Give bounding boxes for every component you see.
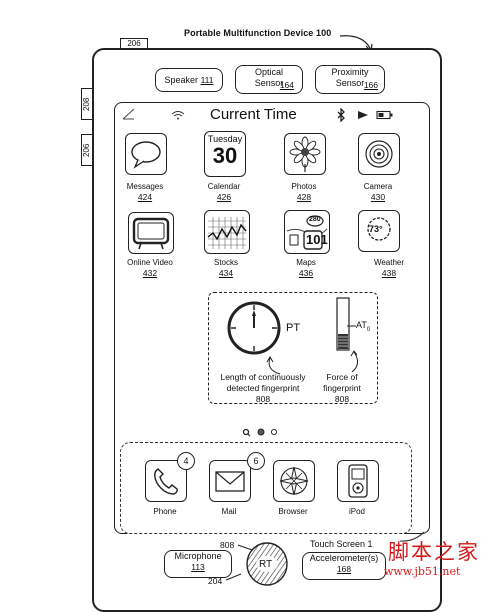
- app-photos[interactable]: [284, 133, 326, 175]
- status-time: Current Time: [210, 106, 297, 123]
- speaker-label: Speaker: [164, 75, 199, 85]
- mail-icon: [215, 471, 245, 492]
- dock-label-phone: Phone: [153, 507, 177, 516]
- timer-caption: Length of continuously detected fingerpr…: [220, 372, 306, 404]
- page-indicator[interactable]: [240, 426, 280, 438]
- app-camera[interactable]: [358, 133, 400, 175]
- dock-mail[interactable]: [209, 460, 251, 502]
- timer-label: PT: [286, 322, 301, 334]
- dock-label-mail: Mail: [221, 507, 237, 516]
- sun-icon: [367, 217, 391, 241]
- force-leader-line: [350, 350, 358, 373]
- force-caption: Force of fingerprint 808: [323, 372, 361, 404]
- map-road-101: 101: [306, 232, 328, 247]
- signal-icon: [122, 108, 135, 120]
- speaker-chip: Speaker 111: [155, 68, 223, 92]
- app-calendar[interactable]: Tuesday 30: [204, 131, 246, 177]
- mail-badge: 6: [247, 452, 265, 470]
- timer-dial-icon: [227, 301, 281, 355]
- app-maps[interactable]: 280 101: [284, 210, 330, 254]
- home-button-fingerprint-icon[interactable]: [240, 536, 292, 586]
- wifi-icon: [171, 111, 185, 120]
- compass-icon: [279, 466, 309, 496]
- play-icon: [358, 111, 368, 119]
- ref-204-leader: [225, 573, 242, 581]
- battery-icon: [376, 110, 393, 120]
- fingerprint-indicator-box: [208, 292, 378, 404]
- accelerometer-chip: Accelerometer(s) 168: [302, 552, 386, 580]
- ref-204: 204: [208, 576, 223, 586]
- force-threshold-label: AT0: [356, 320, 371, 333]
- phone-badge: 4: [177, 452, 195, 470]
- app-weather[interactable]: 73°: [358, 210, 400, 252]
- force-meter-icon: [336, 297, 350, 351]
- microphone-label: Microphone: [174, 551, 222, 561]
- speech-bubble-icon: [131, 141, 161, 169]
- app-stocks[interactable]: [204, 210, 250, 254]
- figure-title: Portable Multifunction Device 100: [184, 28, 332, 38]
- home-button-label: RT: [259, 559, 273, 570]
- flower-icon: [289, 136, 321, 172]
- proximity-sensor-chip: Proximity Sensor 166: [315, 65, 385, 94]
- optical-sensor-ref: 164: [279, 80, 294, 90]
- proximity-sensor-ref: 166: [363, 80, 378, 90]
- app-online-video[interactable]: [128, 212, 174, 254]
- page-dot[interactable]: [271, 429, 277, 435]
- proximity-sensor-label: Proximity Sensor: [331, 67, 369, 88]
- optical-sensor-label: Optical Sensor: [254, 67, 284, 88]
- microphone-ref: 113: [191, 562, 205, 572]
- dock-label-ipod: iPod: [348, 507, 365, 516]
- map-icon: [286, 215, 328, 250]
- weather-temp: 73°: [369, 224, 383, 234]
- threshold-tick: [347, 325, 356, 327]
- accelerometer-label: Accelerometer(s): [309, 553, 379, 563]
- app-messages[interactable]: [125, 133, 167, 175]
- speaker-ref: 111: [200, 75, 214, 85]
- search-page-dot[interactable]: [242, 428, 250, 436]
- camera-icon: [365, 140, 393, 168]
- dock-ipod[interactable]: [337, 460, 379, 502]
- ipod-icon: [348, 464, 368, 498]
- optical-sensor-chip: Optical Sensor 164: [235, 65, 303, 94]
- ref-808-leader: [237, 544, 253, 551]
- dock-label-browser: Browser: [278, 507, 308, 516]
- tv-icon: [132, 217, 170, 250]
- timer-leader-line: [266, 356, 281, 375]
- accelerometer-ref: 168: [336, 564, 352, 574]
- stock-chart-icon: [207, 217, 247, 249]
- touch-screen-leader: [400, 531, 425, 542]
- calendar-date: 30: [212, 143, 238, 168]
- phone-icon: [154, 468, 178, 495]
- bluetooth-icon: [337, 108, 345, 122]
- map-road-280: 280: [309, 216, 321, 223]
- watermark-title: 脚本之家: [388, 540, 480, 564]
- ref-808-bottom: 808: [220, 540, 235, 550]
- microphone-chip: Microphone 113: [164, 550, 232, 578]
- calendar-day: Tuesday: [207, 134, 243, 144]
- touch-screen-label: Touch Screen 1: [310, 539, 373, 549]
- dock-browser[interactable]: [273, 460, 315, 502]
- page-dot-active[interactable]: [257, 428, 265, 436]
- watermark-url: www.jb51.net: [384, 565, 461, 578]
